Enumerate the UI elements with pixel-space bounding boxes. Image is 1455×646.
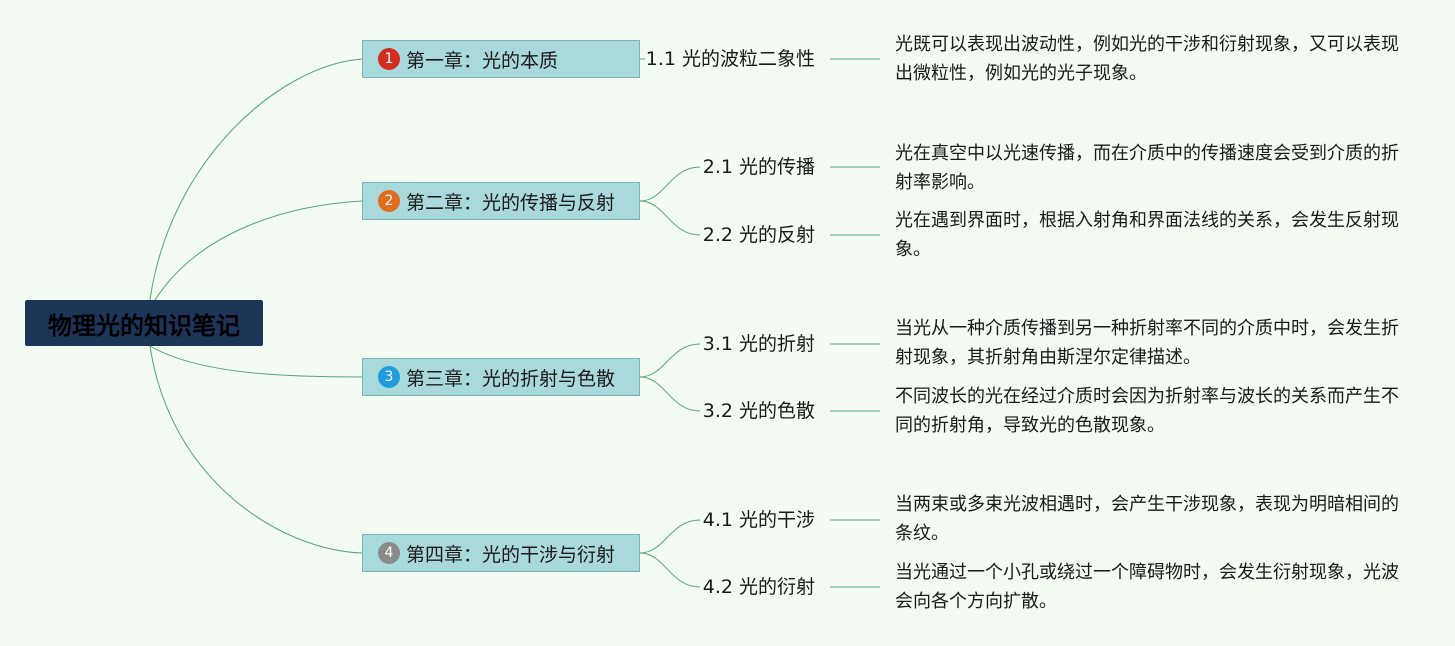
section-2-2-label: 2.2 光的反射 <box>702 224 815 246</box>
section-3-2-label: 3.2 光的色散 <box>702 400 815 422</box>
link-chapter-3-section-3-2 <box>639 376 701 412</box>
link-chapter-4-section-4-1 <box>639 519 701 554</box>
chapter-3-topic[interactable]: 3 第三章：光的折射与色散 <box>362 358 640 396</box>
section-3-2-note: 不同波长的光在经过介质时会因为折射率与波长的关系而产生不同的折射角，导致光的色散… <box>895 386 1399 436</box>
section-3-2-topic[interactable]: 3.2 光的色散 <box>690 396 815 426</box>
section-3-1-label: 3.1 光的折射 <box>702 333 815 355</box>
chapter-2-number-badge: 2 <box>378 190 400 212</box>
link-chapter-2-section-2-2 <box>639 200 701 236</box>
chapter-1-number-badge: 1 <box>378 48 400 70</box>
link-chapter-2-section-2-1 <box>639 166 701 202</box>
chapter-2-label: 第二章：光的传播与反射 <box>406 191 616 214</box>
chapter-4-label: 第四章：光的干涉与衍射 <box>406 543 616 566</box>
chapter-3-number-badge: 3 <box>378 366 400 388</box>
section-2-1-topic[interactable]: 2.1 光的传播 <box>690 152 815 182</box>
section-2-2-topic[interactable]: 2.2 光的反射 <box>690 220 815 250</box>
section-4-1-note: 当两束或多束光波相遇时，会产生干涉现象，表现为明暗相间的条纹。 <box>895 494 1399 544</box>
link-root-chapter-2 <box>154 200 363 301</box>
section-1-1-label: 1.1 光的波粒二象性 <box>645 48 815 70</box>
chapter-1-topic[interactable]: 1 第一章：光的本质 <box>362 40 640 78</box>
link-root-chapter-1 <box>149 58 363 301</box>
section-4-2-note: 当光通过一个小孔或绕过一个障碍物时，会发生衍射现象，光波会向各个方向扩散。 <box>895 562 1399 612</box>
section-1-1-topic[interactable]: 1.1 光的波粒二象性 <box>630 44 815 74</box>
root-topic[interactable]: 物理光的知识笔记 <box>25 300 263 346</box>
root-topic-title: 物理光的知识笔记 <box>48 311 240 340</box>
chapter-2-topic[interactable]: 2 第二章：光的传播与反射 <box>362 182 640 220</box>
chapter-4-number-badge: 4 <box>378 542 400 564</box>
section-1-1-note: 光既可以表现出波动性，例如光的干涉和衍射现象，又可以表现出微粒性，例如光的光子现… <box>895 34 1399 84</box>
section-2-1-label: 2.1 光的传播 <box>702 156 815 178</box>
link-chapter-3-section-3-1 <box>639 343 701 378</box>
section-3-1-topic[interactable]: 3.1 光的折射 <box>690 329 815 359</box>
section-4-2-topic[interactable]: 4.2 光的衍射 <box>690 572 815 602</box>
link-root-chapter-4 <box>149 345 363 554</box>
section-4-2-label: 4.2 光的衍射 <box>702 576 815 598</box>
chapter-1-label: 第一章：光的本质 <box>406 49 559 72</box>
link-chapter-4-section-4-2 <box>639 552 701 588</box>
section-3-1-note: 当光从一种介质传播到另一种折射率不同的介质中时，会发生折射现象，其折射角由斯涅尔… <box>895 318 1399 368</box>
section-2-2-note: 光在遇到界面时，根据入射角和界面法线的关系，会发生反射现象。 <box>895 210 1399 260</box>
chapter-3-label: 第三章：光的折射与色散 <box>406 367 616 390</box>
chapter-4-topic[interactable]: 4 第四章：光的干涉与衍射 <box>362 534 640 572</box>
section-4-1-topic[interactable]: 4.1 光的干涉 <box>690 505 815 535</box>
link-root-chapter-3 <box>149 345 363 378</box>
section-2-1-note: 光在真空中以光速传播，而在介质中的传播速度会受到介质的折射率影响。 <box>895 143 1399 193</box>
section-4-1-label: 4.1 光的干涉 <box>702 509 815 531</box>
